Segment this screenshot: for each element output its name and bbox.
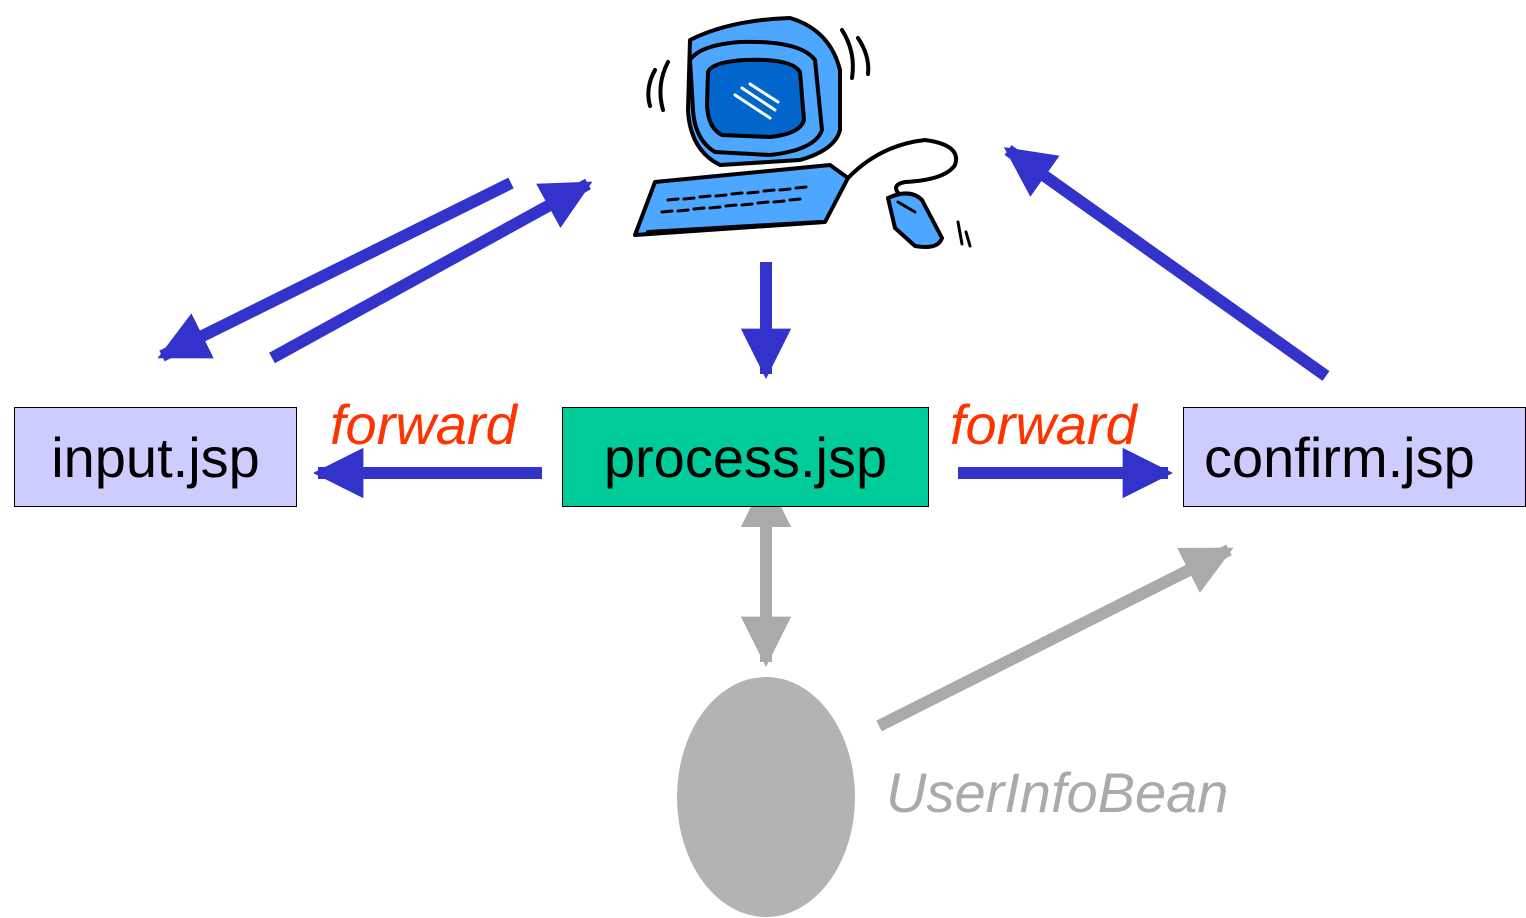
input-jsp-label: input.jsp: [51, 425, 260, 489]
flow-arrows: [157, 145, 1330, 499]
user-info-bean-label: UserInfoBean: [886, 761, 1229, 824]
process-jsp-node: process.jsp: [562, 407, 929, 507]
forward-label-left: forward: [330, 393, 517, 456]
confirm-jsp-node: confirm.jsp: [1183, 407, 1526, 507]
input-jsp-node: input.jsp: [14, 407, 297, 507]
arrow-bean-to-confirm: [876, 544, 1234, 732]
computer-icon: [633, 16, 972, 249]
process-jsp-label: process.jsp: [603, 425, 888, 489]
confirm-jsp-label: confirm.jsp: [1204, 425, 1475, 489]
arrow-client-to-input: [157, 177, 514, 362]
arrow-input-to-client: [269, 178, 593, 364]
arrow-confirm-to-client: [1003, 145, 1330, 381]
bean-arrows: [740, 476, 1234, 732]
user-info-bean-node: [677, 677, 855, 917]
forward-label-right: forward: [950, 393, 1137, 456]
